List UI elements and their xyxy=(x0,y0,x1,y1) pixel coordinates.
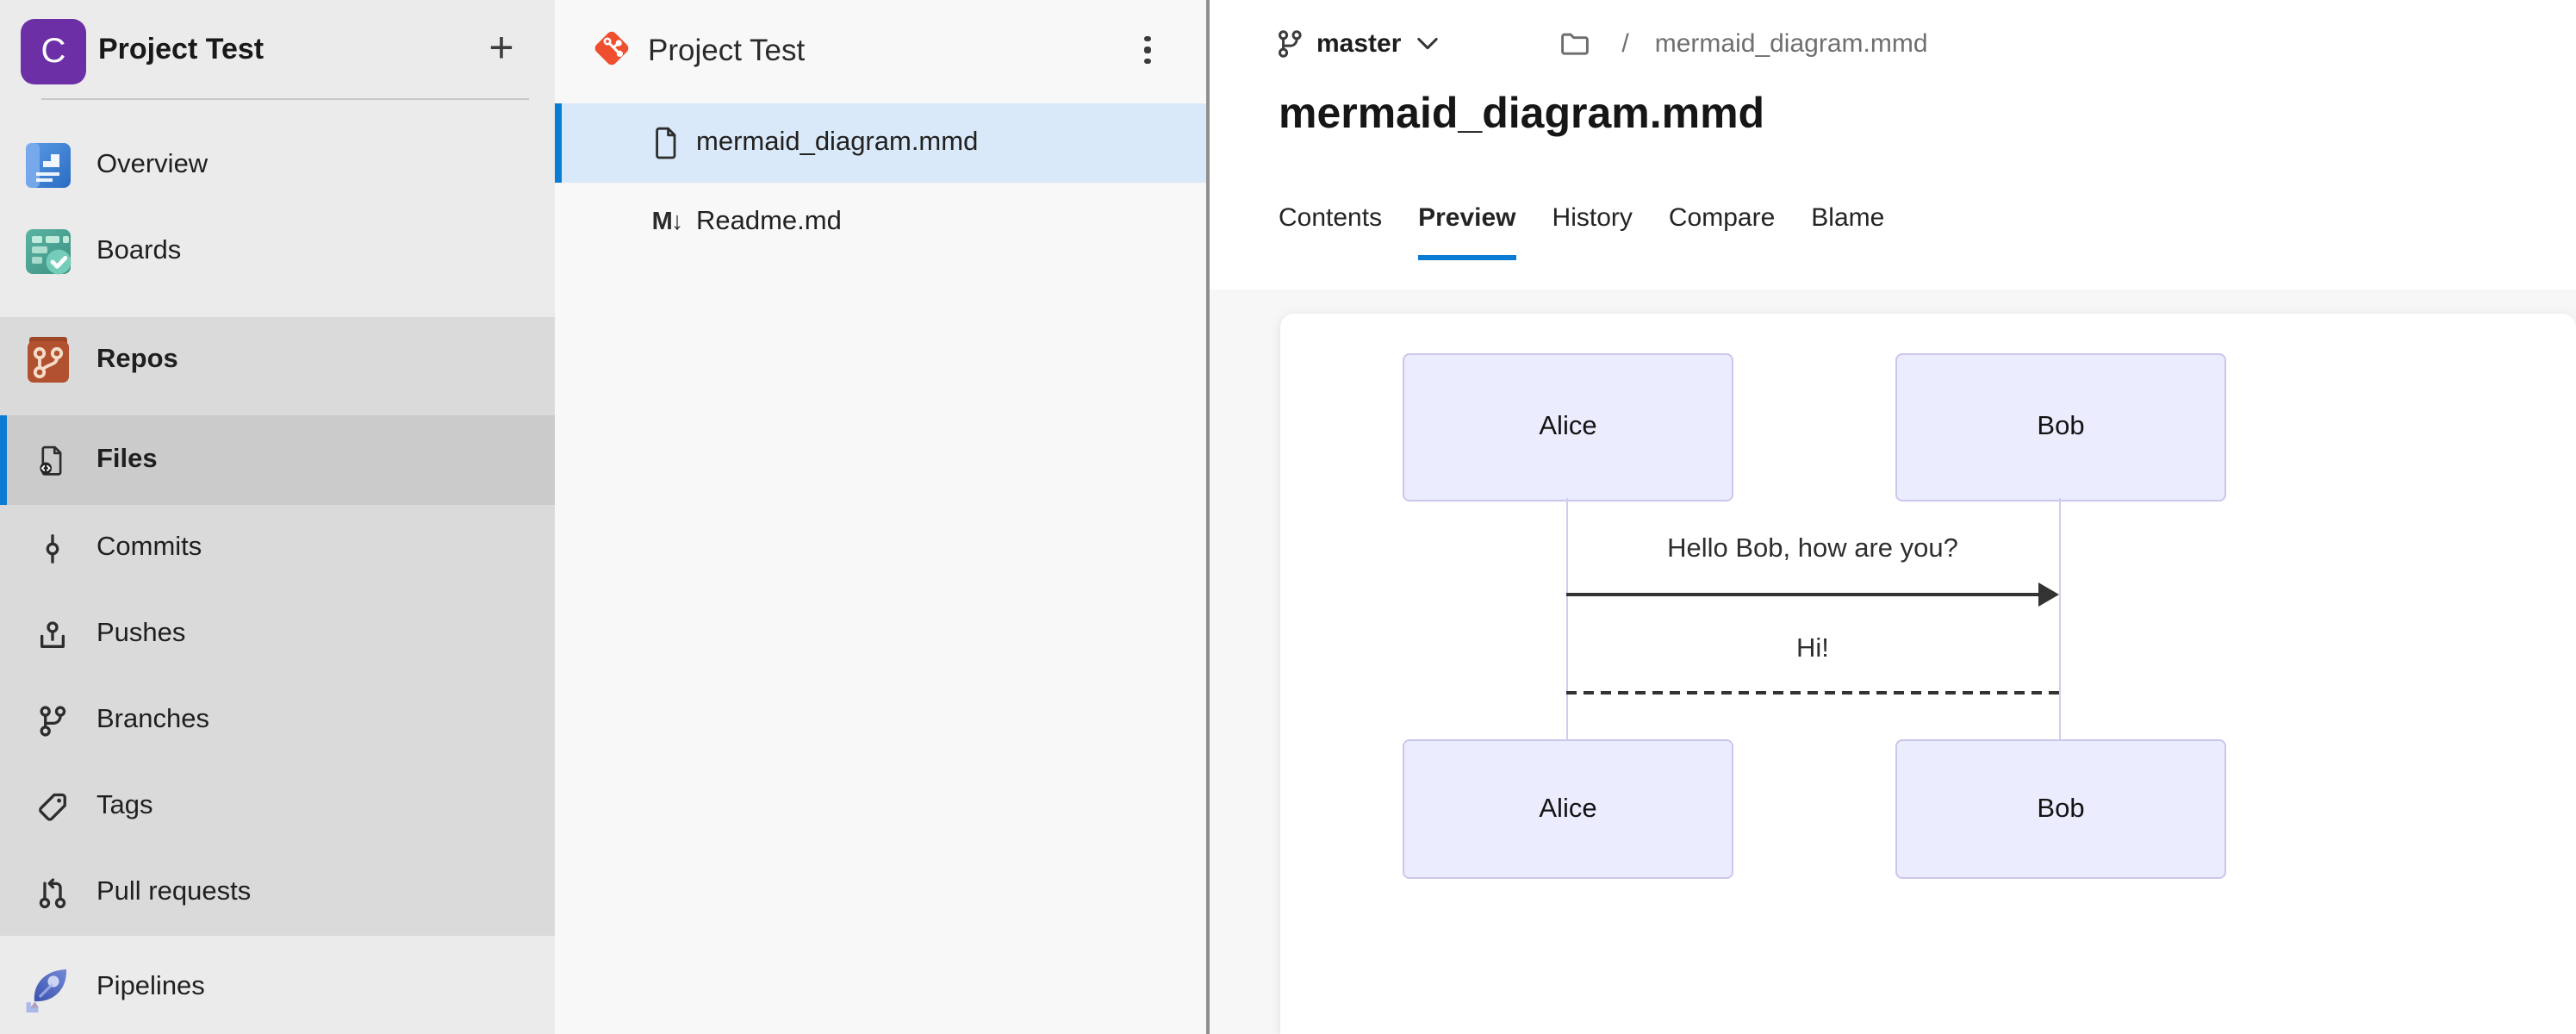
arrowhead-icon xyxy=(2038,582,2059,607)
breadcrumb-separator: / xyxy=(1621,28,1628,58)
actor-box-alice-bottom: Alice xyxy=(1403,739,1733,879)
folder-icon[interactable] xyxy=(1559,29,1590,57)
project-name[interactable]: Project Test xyxy=(98,0,264,100)
file-explorer-panel: Project Test mermaid_diagram.mmd M↓ Read xyxy=(555,0,1210,1034)
message-text: Hi! xyxy=(1566,634,2059,665)
message-arrow-dashed xyxy=(1566,691,2059,695)
project-avatar[interactable]: C xyxy=(21,19,86,84)
message-text: Hello Bob, how are you? xyxy=(1566,534,2059,565)
git-logo-icon xyxy=(591,28,632,69)
push-icon xyxy=(36,618,69,651)
sidebar-item-label: Pipelines xyxy=(96,972,205,1003)
file-name: Readme.md xyxy=(696,207,842,238)
sidebar-item-label: Commits xyxy=(96,533,202,564)
sidebar-header: C Project Test + xyxy=(0,0,555,100)
main-content: master / mermaid_diagram.mmd mermaid_dia… xyxy=(1210,0,2576,1034)
branch-icon xyxy=(36,704,69,737)
repos-icon xyxy=(21,333,76,388)
file-name: mermaid_diagram.mmd xyxy=(696,128,978,159)
repo-header: Project Test xyxy=(555,0,1206,100)
actor-box-alice-top: Alice xyxy=(1403,353,1733,501)
sidebar-item-pipelines[interactable]: Pipelines xyxy=(0,944,555,1031)
sidebar-item-label: Overview xyxy=(96,150,208,181)
actor-box-bob-top: Bob xyxy=(1895,353,2226,501)
actor-box-bob-bottom: Bob xyxy=(1895,739,2226,879)
sidebar-divider xyxy=(41,98,529,100)
sidebar-item-pull-requests[interactable]: Pull requests xyxy=(0,850,555,936)
tag-icon xyxy=(36,790,69,823)
sidebar-item-label: Pull requests xyxy=(96,877,251,908)
selected-indicator xyxy=(555,103,562,183)
branch-selector[interactable]: master xyxy=(1316,28,1401,58)
breadcrumb-file[interactable]: mermaid_diagram.mmd xyxy=(1655,28,1928,58)
tab-compare[interactable]: Compare xyxy=(1669,203,1775,260)
sidebar-item-repos[interactable]: Repos xyxy=(0,317,555,403)
file-icon xyxy=(651,126,682,160)
sidebar-item-label: Files xyxy=(96,445,158,476)
breadcrumb: master / mermaid_diagram.mmd xyxy=(1275,17,1928,69)
preview-card: Alice Bob Hello Bob, how are you? Hi! Al… xyxy=(1280,314,2576,1034)
boards-icon xyxy=(21,224,76,279)
tab-history[interactable]: History xyxy=(1552,203,1633,260)
sidebar-item-label: Repos xyxy=(96,345,178,376)
chevron-down-icon[interactable] xyxy=(1416,35,1439,51)
add-icon[interactable]: + xyxy=(476,22,527,74)
sidebar-item-branches[interactable]: Branches xyxy=(0,677,555,763)
sidebar-item-label: Boards xyxy=(96,236,181,267)
sidebar-item-files[interactable]: Files xyxy=(0,415,555,505)
file-code-icon xyxy=(36,444,69,477)
sidebar: C Project Test + Overview xyxy=(0,0,555,1034)
commit-icon xyxy=(36,532,69,564)
sidebar-item-boards[interactable]: Boards xyxy=(0,209,555,295)
tab-preview[interactable]: Preview xyxy=(1418,203,1515,260)
repo-name[interactable]: Project Test xyxy=(648,0,805,100)
overview-icon xyxy=(21,138,76,193)
tab-contents[interactable]: Contents xyxy=(1279,203,1382,260)
git-branch-icon xyxy=(1275,28,1304,58)
tab-bar: Contents Preview History Compare Blame xyxy=(1279,203,1920,260)
kebab-menu-icon[interactable] xyxy=(1127,28,1168,72)
markdown-icon: M↓ xyxy=(651,205,682,240)
selected-indicator xyxy=(0,415,7,505)
sidebar-item-tags[interactable]: Tags xyxy=(0,763,555,850)
file-row-mermaid-diagram[interactable]: mermaid_diagram.mmd xyxy=(555,103,1206,183)
sidebar-item-pushes[interactable]: Pushes xyxy=(0,591,555,677)
page-title: mermaid_diagram.mmd xyxy=(1279,90,1764,140)
tab-blame[interactable]: Blame xyxy=(1811,203,1884,260)
sidebar-item-label: Pushes xyxy=(96,619,185,650)
pull-request-icon xyxy=(36,876,69,909)
pipelines-icon xyxy=(21,960,76,1015)
sidebar-item-commits[interactable]: Commits xyxy=(0,505,555,591)
sidebar-item-label: Tags xyxy=(96,791,153,822)
file-row-readme[interactable]: M↓ Readme.md xyxy=(555,183,1206,262)
sidebar-item-overview[interactable]: Overview xyxy=(0,122,555,209)
sidebar-item-label: Branches xyxy=(96,705,209,736)
message-arrow-solid xyxy=(1566,593,2044,596)
